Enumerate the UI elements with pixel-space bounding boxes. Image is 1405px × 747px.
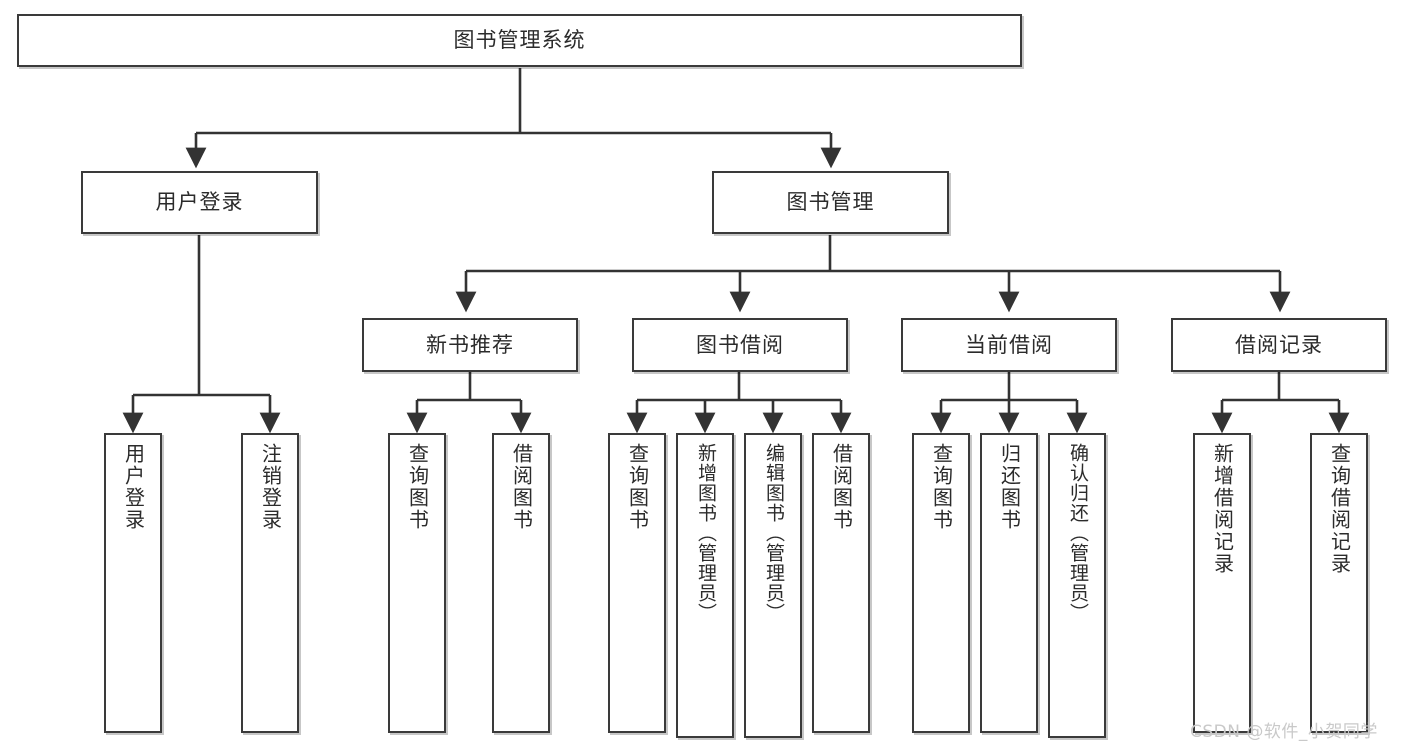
- node-leaf-return-book-label: 归还图书: [997, 443, 1022, 531]
- node-leaf-borrow-book-2[interactable]: 借阅图书: [812, 433, 870, 733]
- node-root[interactable]: 图书管理系统: [17, 14, 1022, 67]
- node-leaf-add-book[interactable]: 新增图书（管理员）: [676, 433, 734, 738]
- node-leaf-query-book-3[interactable]: 查询图书: [912, 433, 970, 733]
- node-new-book-recommend-label: 新书推荐: [426, 332, 514, 357]
- node-new-book-recommend[interactable]: 新书推荐: [362, 318, 578, 372]
- node-leaf-user-logout-label: 注销登录: [258, 443, 283, 531]
- node-leaf-confirm-return[interactable]: 确认归还（管理员）: [1048, 433, 1106, 738]
- node-leaf-query-book-1-label: 查询图书: [405, 443, 430, 531]
- node-book-manage-label: 图书管理: [786, 190, 875, 215]
- node-book-borrow-label: 图书借阅: [696, 332, 784, 357]
- node-leaf-add-book-label: 新增图书（管理员）: [694, 443, 717, 623]
- node-leaf-query-book-2[interactable]: 查询图书: [608, 433, 666, 733]
- node-current-borrow[interactable]: 当前借阅: [901, 318, 1117, 372]
- node-user-login[interactable]: 用户登录: [81, 171, 318, 234]
- csdn-watermark: CSDN @软件_小贺同学: [1190, 722, 1378, 742]
- node-leaf-query-book-2-label: 查询图书: [625, 443, 650, 531]
- node-leaf-confirm-return-label: 确认归还（管理员）: [1066, 443, 1089, 623]
- node-borrow-record-label: 借阅记录: [1235, 332, 1323, 357]
- node-leaf-edit-book-label: 编辑图书（管理员）: [762, 443, 785, 623]
- node-current-borrow-label: 当前借阅: [965, 332, 1053, 357]
- node-book-manage[interactable]: 图书管理: [712, 171, 949, 234]
- node-leaf-user-login[interactable]: 用户登录: [104, 433, 162, 733]
- node-leaf-add-record-label: 新增借阅记录: [1210, 443, 1235, 575]
- node-leaf-query-record[interactable]: 查询借阅记录: [1310, 433, 1368, 733]
- node-leaf-query-book-3-label: 查询图书: [929, 443, 954, 531]
- node-leaf-borrow-book-2-label: 借阅图书: [829, 443, 854, 531]
- node-leaf-edit-book[interactable]: 编辑图书（管理员）: [744, 433, 802, 738]
- node-leaf-query-record-label: 查询借阅记录: [1327, 443, 1352, 575]
- node-root-label: 图书管理系统: [453, 28, 586, 53]
- node-leaf-query-book-1[interactable]: 查询图书: [388, 433, 446, 733]
- node-borrow-record[interactable]: 借阅记录: [1171, 318, 1387, 372]
- node-leaf-add-record[interactable]: 新增借阅记录: [1193, 433, 1251, 733]
- node-leaf-user-logout[interactable]: 注销登录: [241, 433, 299, 733]
- node-leaf-borrow-book-1-label: 借阅图书: [509, 443, 534, 531]
- node-user-login-label: 用户登录: [155, 190, 244, 215]
- node-leaf-borrow-book-1[interactable]: 借阅图书: [492, 433, 550, 733]
- node-leaf-user-login-label: 用户登录: [121, 443, 146, 531]
- node-book-borrow[interactable]: 图书借阅: [632, 318, 848, 372]
- node-leaf-return-book[interactable]: 归还图书: [980, 433, 1038, 733]
